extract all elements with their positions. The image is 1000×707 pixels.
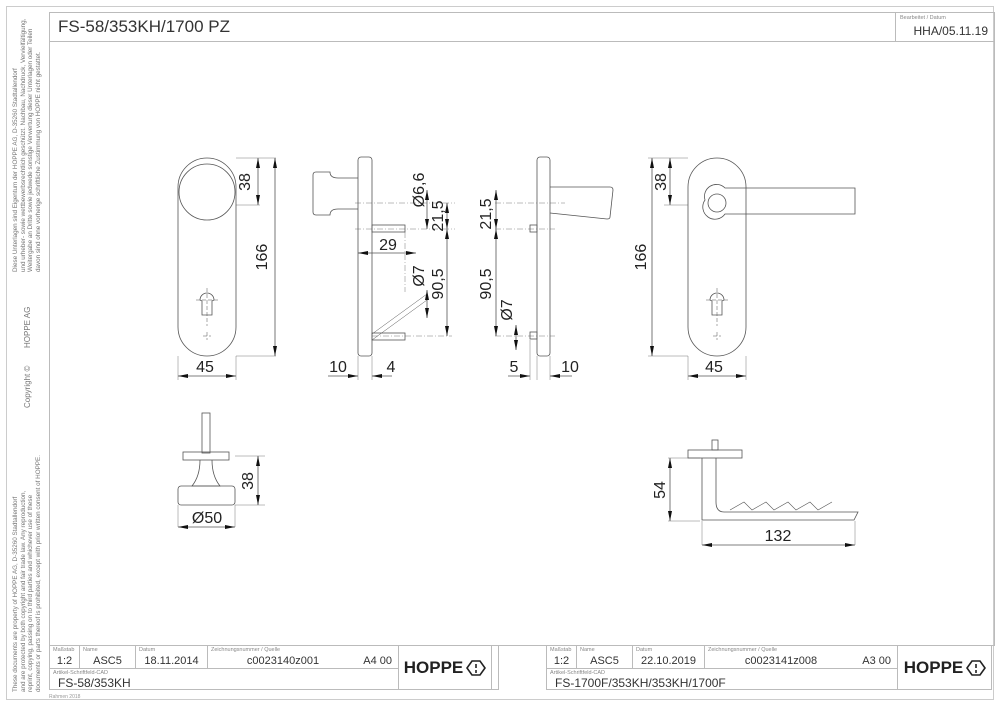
article-label: Artikel-Schriftfeld-CAD	[53, 670, 109, 676]
dim-166: 166	[254, 244, 271, 271]
dim-166: 166	[633, 244, 650, 271]
date-label: Datum	[636, 647, 653, 653]
scale-value: 1:2	[553, 655, 570, 667]
drawing-title: FS-58/353KH/1700 PZ	[58, 17, 230, 36]
plate-outline	[687, 157, 747, 357]
plate-side	[536, 156, 551, 357]
date-label: Datum	[139, 647, 156, 653]
knob-side	[312, 171, 358, 216]
article-label: Artikel-Schriftfeld-CAD	[550, 670, 606, 676]
header-bar: FS-58/353KH/1700 PZ Bearbeitet / Datum H…	[49, 12, 995, 42]
cylinder-keyhole	[199, 292, 215, 316]
scale-cell: Maßstab 1:2	[547, 646, 577, 668]
article-value: FS-1700F/353KH/353KH/1700F	[555, 676, 726, 690]
article-value: FS-58/353KH	[58, 676, 131, 690]
dim-10: 10	[329, 359, 347, 376]
knob-top-view: 38 Ø50	[177, 412, 265, 529]
hoppe-logo-icon	[966, 659, 987, 676]
edited-value: HHA/05.11.19	[913, 24, 989, 38]
logo-text: HOPPE	[403, 657, 464, 677]
front-view-lever-plate: 38 166 45	[633, 157, 856, 380]
date-value: 18.11.2014	[144, 655, 199, 667]
dim-45: 45	[196, 359, 214, 376]
dim-90-5: 90,5	[430, 268, 447, 299]
dim-10: 10	[561, 359, 579, 376]
plate-outline	[177, 157, 237, 357]
dim-dia-6-6: Ø6,6	[411, 173, 428, 208]
name-value: ASC5	[590, 655, 619, 667]
plate-side	[357, 156, 373, 357]
date-value: 22.10.2019	[640, 655, 697, 667]
dim-5: 5	[510, 359, 519, 376]
scale-label: Maßstab	[550, 647, 572, 653]
dim-38: 38	[237, 173, 254, 191]
drawing-number-cell: Zeichnungsnummer / Quelle c0023141z008 A3 …	[705, 646, 897, 668]
hoppe-logo: HOPPE	[398, 646, 492, 689]
name-label: Name	[580, 647, 595, 653]
date-cell: Datum 22.10.2019	[633, 646, 705, 668]
knob-rosette	[178, 163, 236, 221]
drawing-number-label: Zeichnungsnummer / Quelle	[211, 647, 281, 653]
screw-pin	[371, 332, 406, 341]
edited-label: Bearbeitet / Datum	[900, 15, 946, 21]
side-view-knob: Ø6,6 21,5 29 Ø7 90,5 10 4	[312, 156, 455, 380]
front-view-knob-plate: 38 166 45	[177, 157, 277, 380]
dim-90-5: 90,5	[478, 268, 495, 299]
drawing-number: c0023140z001	[246, 655, 320, 667]
lever-front	[702, 184, 856, 220]
format-value: A3 00	[862, 655, 891, 667]
logo-text: HOPPE	[903, 657, 964, 677]
drawing-number-cell: Zeichnungsnummer / Quelle c0023140z001 A4 …	[208, 646, 398, 668]
hoppe-logo-icon	[466, 659, 487, 676]
dim-21-5: 21,5	[430, 200, 447, 231]
lever-side	[549, 186, 614, 220]
name-label: Name	[83, 647, 98, 653]
cylinder-keyhole	[709, 292, 725, 316]
dim-38: 38	[240, 472, 257, 490]
dim-54: 54	[652, 481, 669, 499]
dim-dia-7: Ø7	[499, 299, 516, 320]
hoppe-logo: HOPPE	[897, 646, 992, 689]
dim-dia-50: Ø50	[192, 510, 222, 527]
lever-outline	[701, 458, 859, 521]
screw-pin	[371, 224, 406, 233]
dim-38: 38	[653, 173, 670, 191]
format-value: A4 00	[363, 655, 392, 667]
side-view-lever: 21,5 90,5 Ø7 5 10	[478, 156, 614, 380]
dim-21-5: 21,5	[478, 198, 495, 229]
scale-value: 1:2	[56, 655, 73, 667]
date-cell: Datum 18.11.2014	[136, 646, 208, 668]
lever-top-view: 54 132	[652, 439, 859, 547]
drawing-area	[49, 42, 995, 646]
name-value: ASC5	[93, 655, 122, 667]
drawing-number: c0023141z008	[744, 655, 818, 667]
scale-label: Maßstab	[53, 647, 75, 653]
sheet-frame	[6, 6, 994, 700]
dim-45: 45	[705, 359, 723, 376]
dim-4: 4	[387, 359, 396, 376]
edited-box: Bearbeitet / Datum HHA/05.11.19	[895, 13, 994, 41]
dim-29: 29	[379, 237, 397, 254]
frame-version: Rahmen 2018	[49, 694, 81, 700]
scale-cell: Maßstab 1:2	[50, 646, 80, 668]
dim-132: 132	[765, 528, 792, 545]
dim-dia-7: Ø7	[411, 265, 428, 286]
drawing-number-label: Zeichnungsnummer / Quelle	[708, 647, 778, 653]
